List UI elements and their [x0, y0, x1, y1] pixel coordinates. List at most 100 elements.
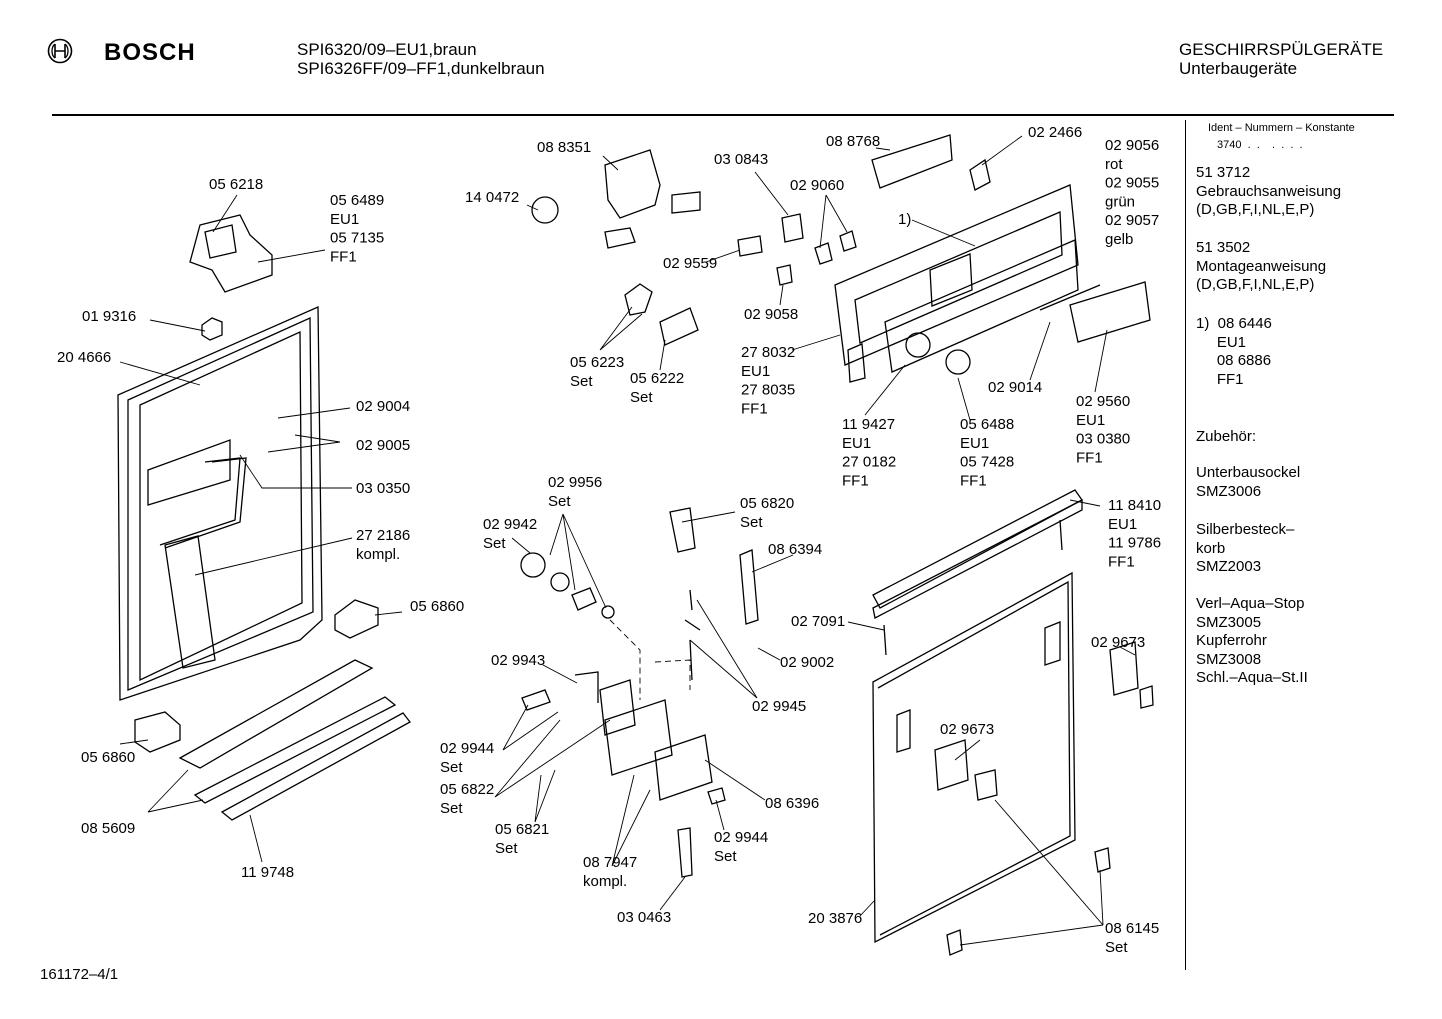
- category-line-2: Unterbaugeräte: [1179, 59, 1298, 78]
- spring-row: [1039, 284, 1101, 311]
- sidebar-entry-manual: 51 3712 Gebrauchsanweisung (D,GB,F,I,NL,…: [1196, 164, 1342, 218]
- screw-part: [684, 589, 701, 681]
- part-label: 08 8351: [537, 139, 591, 156]
- wedge-part-right: [334, 599, 379, 639]
- model-line-1: SPI6320/09–EU1,braun: [297, 40, 477, 59]
- part-label: 02 9002: [780, 654, 834, 671]
- indicator-bar: [871, 134, 953, 189]
- brand-name: BOSCH: [104, 39, 196, 66]
- bottom-rails: [178, 659, 411, 821]
- sidebar-entry-cutlery-basket: Silberbesteck– korb SMZ2003: [1196, 521, 1295, 575]
- part-label: 05 6218: [209, 176, 263, 193]
- part-label: 02 9058: [744, 306, 798, 323]
- part-label: 20 4666: [57, 349, 111, 366]
- outer-door-panel: [872, 489, 1083, 944]
- wedge-part-left: [134, 711, 181, 753]
- part-label: 1): [898, 211, 911, 228]
- header-rule: [52, 114, 1394, 116]
- switch-part: [624, 283, 653, 316]
- latch-part: [189, 214, 273, 293]
- bracket-part: [669, 507, 696, 553]
- timer-unit: [531, 149, 701, 249]
- part-label: 14 0472: [465, 189, 519, 206]
- part-label: 02 9014: [988, 379, 1042, 396]
- sidebar-entry-aqua-stop: Verl–Aqua–Stop SMZ3005 Kupferrohr SMZ300…: [1196, 595, 1308, 686]
- part-label: 08 6396: [765, 795, 819, 812]
- part-label: 03 0350: [356, 480, 410, 497]
- part-label: 08 8768: [826, 133, 880, 150]
- part-label: 05 6860: [81, 749, 135, 766]
- part-label: 02 9559: [663, 255, 717, 272]
- bosch-logo-icon: [47, 38, 73, 64]
- model-line-2: SPI6326FF/09–FF1,dunkelbraun: [297, 59, 545, 78]
- part-label: 02 9943: [491, 652, 545, 669]
- bracket-part-2: [739, 549, 759, 625]
- part-label: 02 9060: [790, 177, 844, 194]
- sidebar-entry-footnote: 1) 08 6446 EU1 08 6886 FF1: [1196, 315, 1272, 388]
- pin-part-2: [1059, 519, 1063, 551]
- leader-lines: [119, 135, 1136, 946]
- button-part-2: [839, 230, 857, 252]
- hinge-part-2: [1139, 685, 1154, 709]
- hinge-part: [1109, 641, 1139, 696]
- switch-part-2: [659, 307, 699, 346]
- button-part: [814, 242, 833, 265]
- clip-bottom: [1094, 847, 1111, 873]
- part-label: 02 9673: [940, 721, 994, 738]
- pin-part: [883, 624, 887, 656]
- connector-part: [781, 213, 804, 243]
- spring-part: [969, 158, 991, 191]
- button-part-3: [776, 264, 793, 286]
- part-label: 08 5609: [81, 820, 135, 837]
- part-label: 02 7091: [791, 613, 845, 630]
- category-line-1: GESCHIRRSPÜLGERÄTE: [1179, 40, 1384, 59]
- part-label: 01 9316: [82, 308, 136, 325]
- part-label: 02 9004: [356, 398, 410, 415]
- drawing-number: 161172–4/1: [40, 966, 119, 983]
- button-row: [1069, 281, 1151, 343]
- clip-part: [201, 317, 223, 341]
- part-label: 05 6860: [410, 598, 464, 615]
- part-label: 03 0843: [714, 151, 768, 168]
- connector-part-2: [737, 235, 763, 257]
- sidebar-entry-plinth: Unterbausockel SMZ3006: [1196, 464, 1301, 500]
- sidebar-divider: [1185, 120, 1186, 970]
- part-label: 02 9673: [1091, 634, 1145, 651]
- part-label: 03 0463: [617, 909, 671, 926]
- ident-value: 3740 . . . . . .: [1217, 139, 1303, 151]
- part-label: 02 2466: [1028, 124, 1082, 141]
- dispenser-assembly: [520, 552, 726, 878]
- part-label: 11 9748: [241, 864, 294, 881]
- clip-bottom-2: [946, 929, 963, 956]
- part-label: 02 9005: [356, 437, 410, 454]
- sidebar-accessories-heading: Zubehör:: [1196, 428, 1257, 445]
- door-inner-panel: [117, 306, 323, 701]
- ident-heading: Ident – Nummern – Konstante: [1208, 122, 1355, 134]
- sidebar-entry-mounting: 51 3502 Montageanweisung (D,GB,F,I,NL,E,…: [1196, 239, 1327, 293]
- part-label: 20 3876: [808, 910, 862, 927]
- part-label: 02 9945: [752, 698, 806, 715]
- control-panel: [834, 184, 1079, 383]
- part-label: 08 6394: [768, 541, 822, 558]
